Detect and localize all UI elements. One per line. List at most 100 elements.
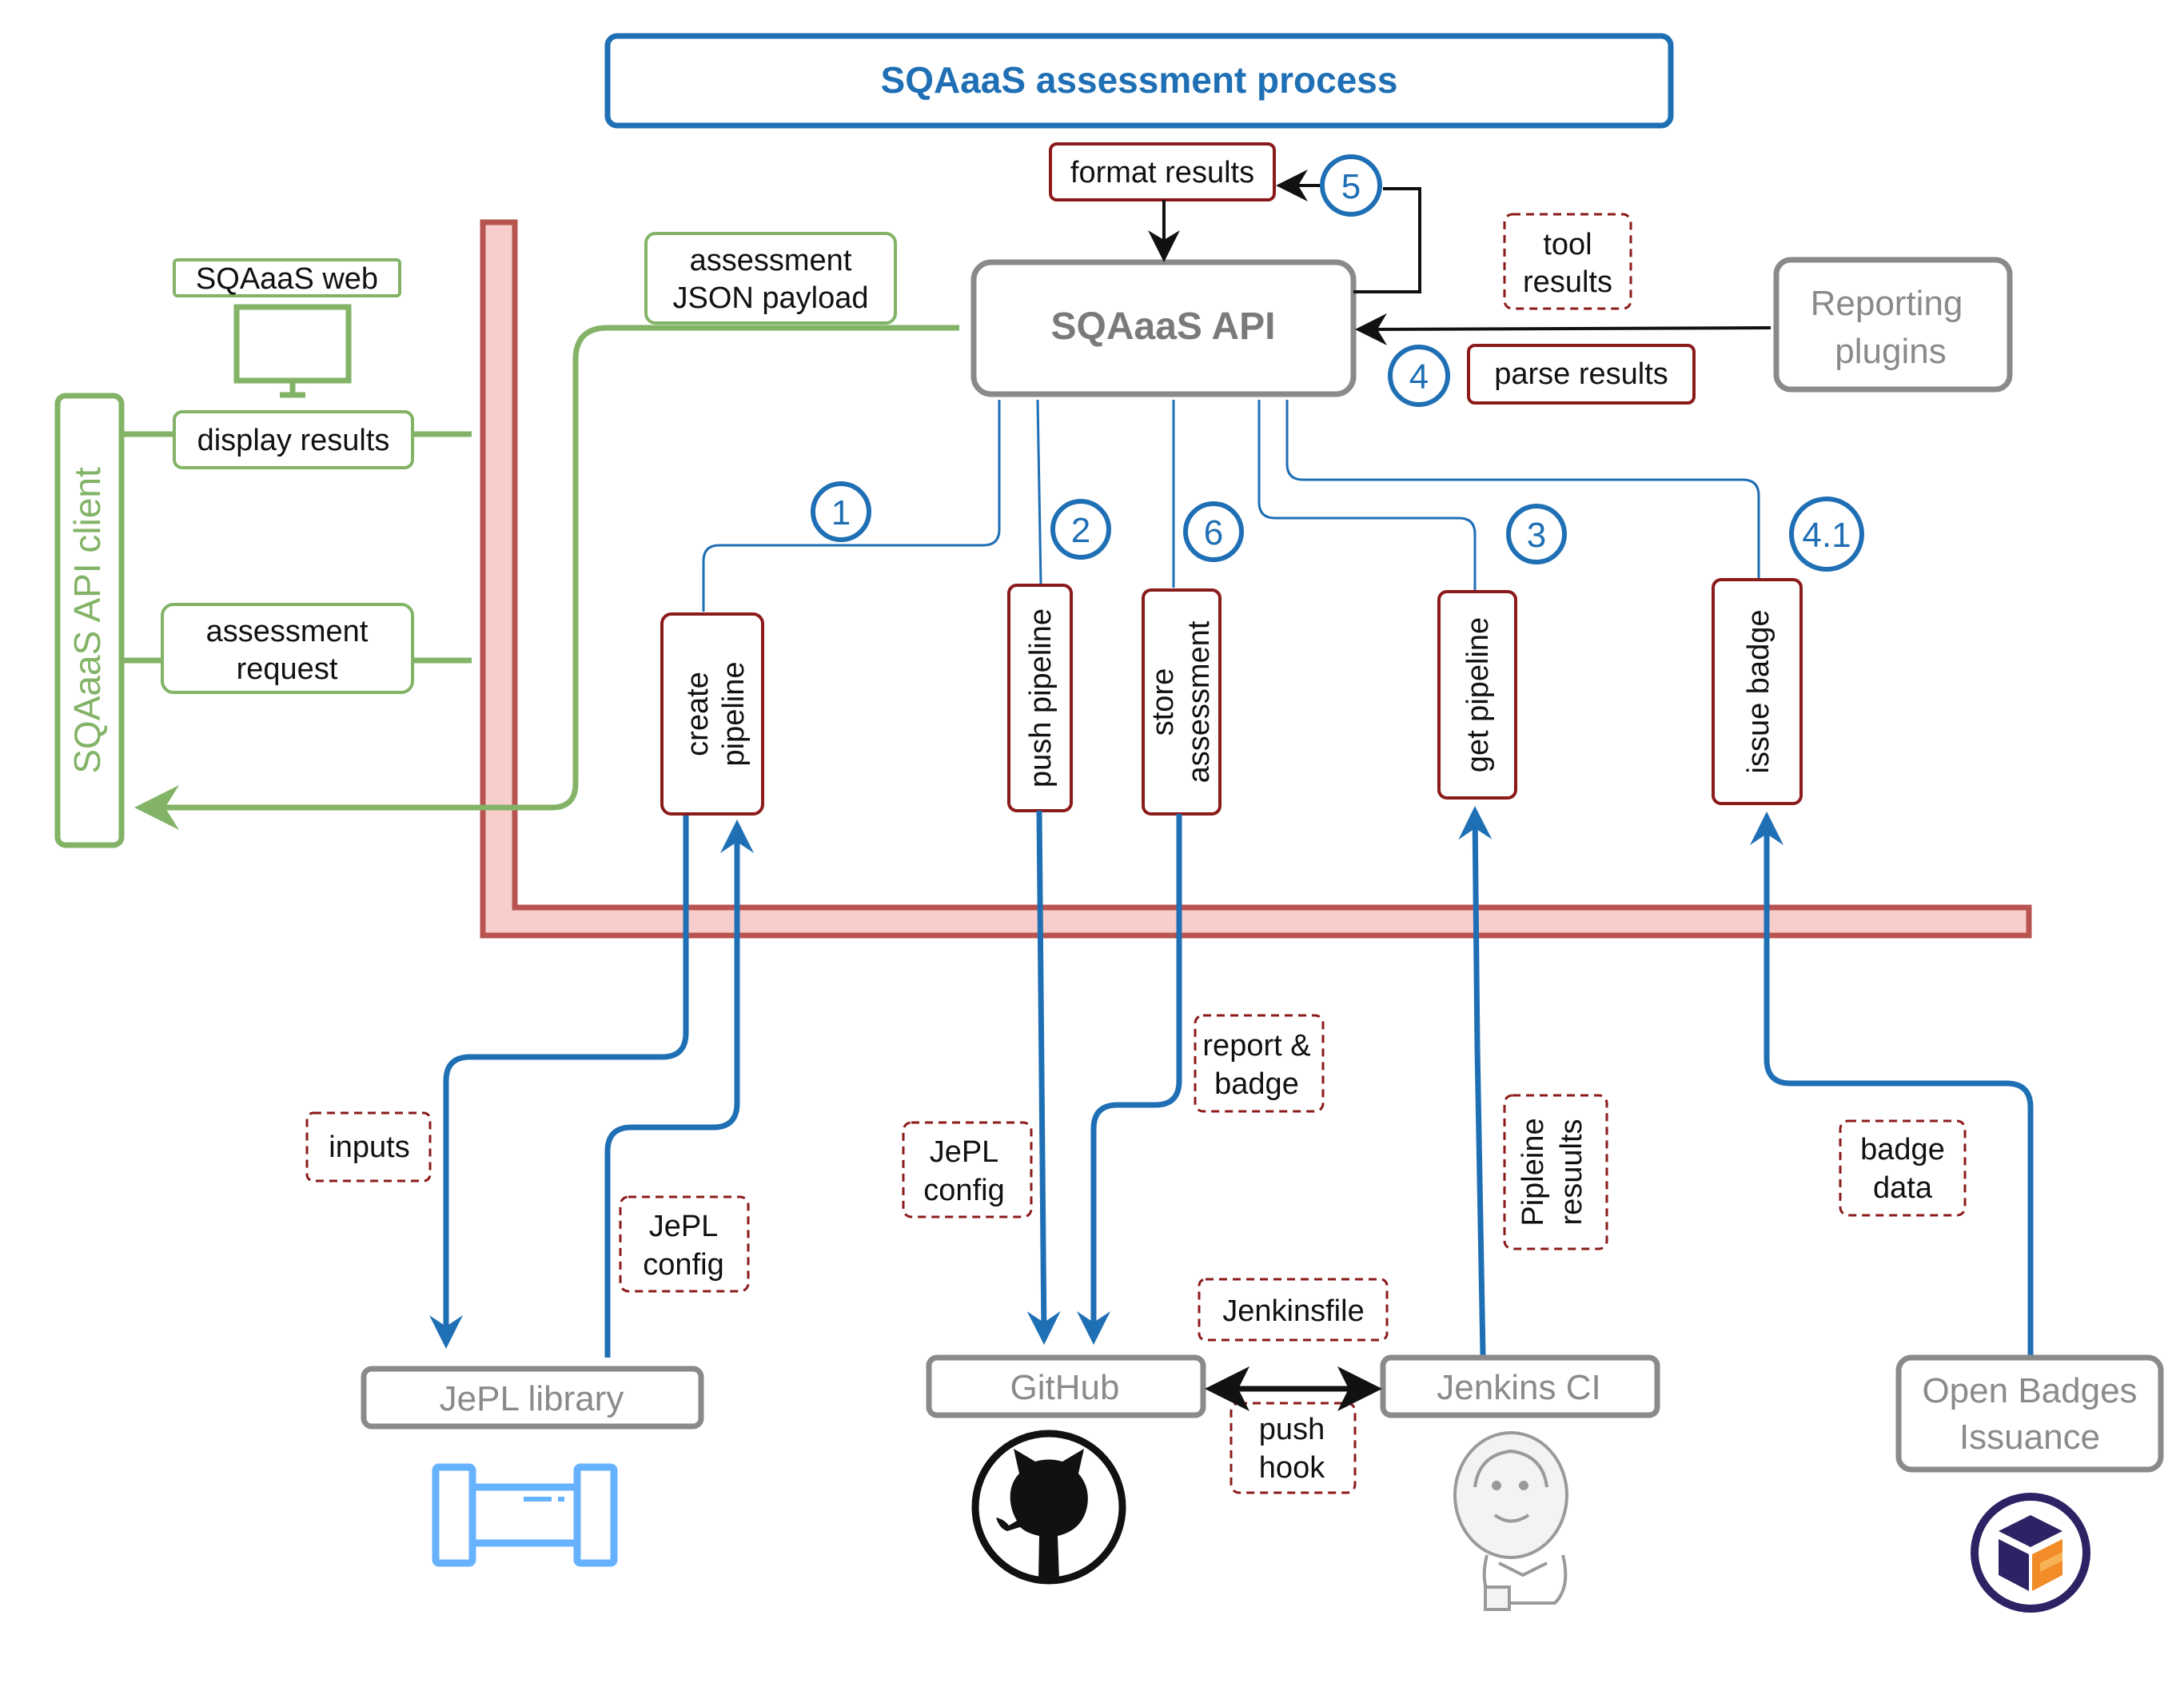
jepl-config-2-line-2: config [923, 1174, 1004, 1207]
step-5-number: 5 [1341, 167, 1361, 206]
step-6-badge: 6 [1183, 501, 1244, 562]
assessment-request-box: assessment request [161, 603, 414, 694]
jepl-config-note-2: JePL config [902, 1121, 1033, 1218]
github-icon [971, 1430, 1126, 1585]
jepl-config-note-1: JePL config [619, 1195, 750, 1293]
jenkins-icon [1453, 1431, 1568, 1611]
step-4-1-number: 4.1 [1802, 516, 1851, 555]
jepl-config-2-line-1: JePL [930, 1135, 999, 1169]
pipeline-results-line-2: resuults [1555, 1119, 1588, 1225]
report-badge-note: report & badge [1194, 1014, 1325, 1113]
jepl-library-box: JePL library [361, 1366, 704, 1430]
create-pipeline-line-1: create [681, 672, 715, 756]
parse-results-box: parse results [1467, 344, 1696, 405]
report-badge-line-1: report & [1202, 1029, 1310, 1063]
push-hook-line-1: push [1259, 1413, 1325, 1446]
jepl-library-icon [432, 1463, 618, 1567]
jenkins-label: Jenkins CI [1437, 1368, 1600, 1407]
flow-badge-data [1750, 812, 2034, 1355]
create-pipeline-box: create pipeline [660, 612, 764, 816]
sqaaas-api-label: SQAaaS API [1051, 305, 1276, 348]
step-3-number: 3 [1527, 516, 1546, 555]
flow-report-badge [1077, 814, 1182, 1345]
reporting-plugins-line-1: Reporting [1811, 284, 1963, 323]
push-pipeline-label: push pipeline [1024, 608, 1058, 788]
sqaaas-web: SQAaaS web [173, 258, 401, 297]
flow-push-pipeline [1026, 810, 1061, 1345]
push-pipeline-box: push pipeline [1007, 584, 1073, 812]
open-badges-icon [1971, 1493, 2090, 1613]
open-badges-box: Open Badges Issuance [1895, 1354, 2164, 1473]
get-pipeline-label: get pipeline [1461, 617, 1495, 772]
github-box: GitHub [926, 1354, 1206, 1418]
tool-results-line-2: results [1523, 265, 1612, 299]
tool-results-line-1: tool [1543, 228, 1592, 261]
assessment-request-line-2: request [237, 652, 338, 686]
payload-return-arrow [134, 325, 959, 830]
api-client-label: SQAaaS API client [66, 467, 108, 774]
reporting-plugins-line-2: plugins [1835, 332, 1946, 371]
step-5-badge: 5 [1320, 154, 1382, 217]
jepl-library-label: JePL library [440, 1379, 624, 1418]
flow-inputs [429, 816, 689, 1349]
display-results-box: display results [173, 410, 414, 469]
store-assessment-box: store assessment [1142, 588, 1222, 816]
step-1-badge: 1 [811, 481, 871, 542]
plugins-to-api-arrow [1355, 313, 1772, 345]
format-results-label: format results [1070, 156, 1254, 189]
step-1-number: 1 [831, 493, 851, 532]
store-assessment-line-1: store [1146, 668, 1180, 736]
jenkinsfile-note: Jenkinsfile [1198, 1278, 1389, 1342]
push-hook-line-2: hook [1259, 1451, 1325, 1485]
create-pipeline-line-2: pipeline [717, 662, 751, 767]
step-3-badge: 3 [1506, 504, 1567, 564]
issue-badge-box: issue badge [1712, 578, 1803, 805]
monitor-icon [233, 304, 352, 398]
open-badges-line-1: Open Badges [1922, 1371, 2137, 1410]
get-pipeline-box: get pipeline [1437, 590, 1517, 800]
pipeline-results-note: Pipleine resuults [1503, 1094, 1608, 1250]
inputs-note: inputs [305, 1111, 432, 1183]
reporting-plugins-box: Reporting plugins [1773, 257, 2013, 393]
issue-badge-label: issue badge [1742, 610, 1775, 774]
jenkinsfile-label: Jenkinsfile [1222, 1294, 1364, 1328]
sqaaas-api-box: SQAaaS API [970, 259, 1357, 397]
github-label: GitHub [1010, 1368, 1120, 1407]
connector-push [1036, 399, 1042, 584]
api-client: SQAaaS API client [54, 393, 125, 848]
open-badges-line-2: Issuance [1959, 1418, 2100, 1457]
badge-data-line-1: badge [1860, 1133, 1945, 1167]
parse-results-label: parse results [1494, 357, 1668, 391]
assessment-request-line-1: assessment [206, 615, 369, 648]
inputs-label: inputs [329, 1131, 409, 1164]
page-title: SQAaaS assessment process [881, 59, 1398, 101]
title-box: SQAaaS assessment process [604, 33, 1674, 129]
step-4-badge: 4 [1388, 345, 1450, 407]
connector-create [702, 400, 1001, 612]
flow-pipeline-results [1458, 806, 1493, 1356]
step-4-number: 4 [1409, 357, 1429, 397]
jepl-config-1-line-1: JePL [649, 1210, 719, 1243]
badge-data-line-2: data [1873, 1171, 1933, 1205]
badge-data-note: badge data [1839, 1119, 1967, 1217]
connector-get [1257, 400, 1477, 590]
jepl-config-1-line-2: config [643, 1248, 723, 1282]
step-6-number: 6 [1204, 513, 1223, 552]
connector-issue [1285, 400, 1760, 580]
store-assessment-line-2: assessment [1182, 620, 1216, 783]
sqaaas-web-label: SQAaaS web [196, 262, 378, 296]
trust-boundary [480, 219, 2032, 939]
payload-line-1: assessment [690, 244, 852, 277]
format-results-box: format results [1049, 142, 1276, 201]
step-2-badge: 2 [1050, 499, 1111, 560]
pipeline-results-line-1: Pipleine [1516, 1118, 1550, 1226]
jenkins-box: Jenkins CI [1380, 1354, 1660, 1418]
payload-line-2: JSON payload [672, 281, 868, 315]
push-hook-note: push hook [1229, 1402, 1357, 1494]
step-4-1-badge: 4.1 [1789, 497, 1864, 572]
tool-results-note: tool results [1503, 213, 1632, 310]
flow-jepl-config [604, 820, 754, 1358]
step-2-number: 2 [1071, 511, 1090, 550]
display-results-label: display results [197, 424, 390, 457]
